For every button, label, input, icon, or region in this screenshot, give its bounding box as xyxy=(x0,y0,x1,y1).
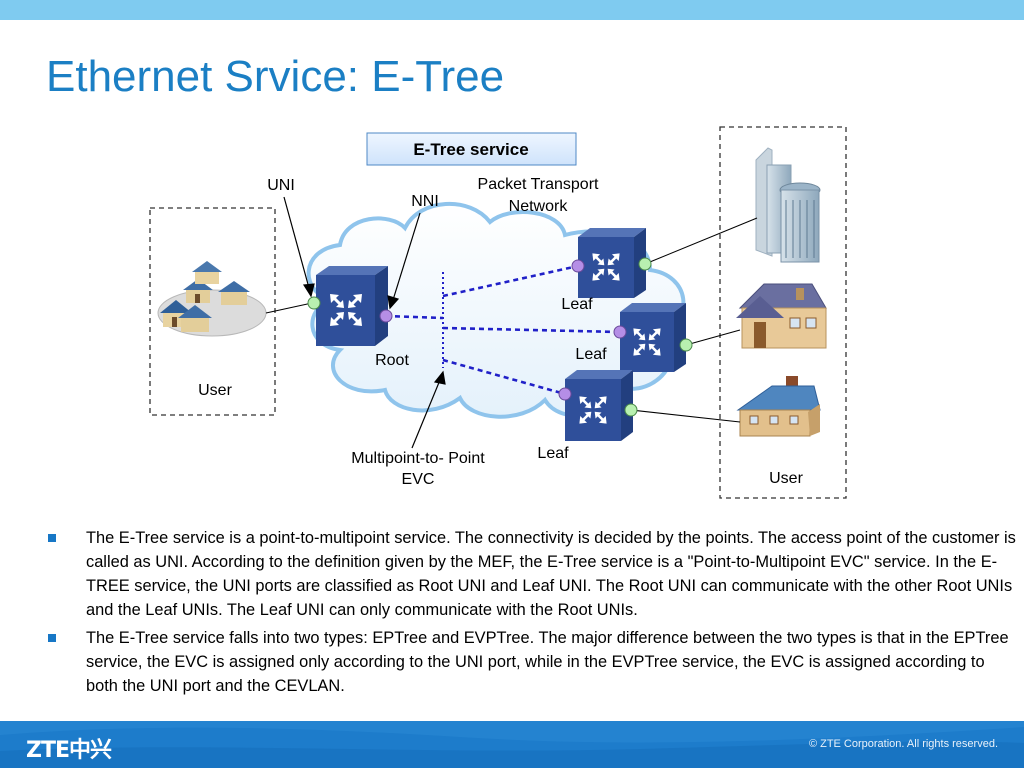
nni-port-leaf-bottom xyxy=(558,387,572,401)
nni-port-leaf-top xyxy=(571,259,585,273)
evc-lines xyxy=(385,264,621,396)
zte-logo: ZTE中兴 xyxy=(26,738,112,763)
leaf-label-middle: Leaf xyxy=(575,346,607,363)
e-tree-diagram: E-Tree service xyxy=(149,126,847,499)
user-label-left: User xyxy=(198,382,232,399)
diagram-header: E-Tree service xyxy=(413,140,528,159)
leaf-label-bottom: Leaf xyxy=(537,445,569,462)
bullet-list: The E-Tree service is a point-to-multipo… xyxy=(46,526,1016,702)
evc-label-line2: EVC xyxy=(402,471,435,488)
bullet-square-icon xyxy=(48,634,56,642)
uni-label: UNI xyxy=(267,177,295,194)
callout-arrows xyxy=(283,196,446,449)
slide-title: Ethernet Srvice: E-Tree xyxy=(46,52,505,101)
network-label-line1: Packet Transport xyxy=(478,176,600,193)
nni-port-leaf-middle xyxy=(613,325,627,339)
leaf-switch-middle-icon xyxy=(620,303,686,372)
access-links xyxy=(265,217,758,423)
house-icon xyxy=(736,376,821,437)
user-box-right xyxy=(719,126,847,499)
nni-port-root xyxy=(379,309,393,323)
uni-port-leaf-middle xyxy=(679,338,693,352)
bullet-text: The E-Tree service is a point-to-multipo… xyxy=(86,529,1016,619)
bullet-item: The E-Tree service falls into two types:… xyxy=(46,626,1016,698)
leaf-switch-top-icon xyxy=(578,228,646,298)
bullet-item: The E-Tree service is a point-to-multipo… xyxy=(46,526,1016,622)
uni-port-leaf-top xyxy=(638,257,652,271)
leaf-label-top: Leaf xyxy=(561,296,593,313)
root-switch-icon xyxy=(316,266,388,346)
evc-label-line1: Multipoint-to- Point xyxy=(351,450,485,467)
nni-label: NNI xyxy=(411,193,439,210)
top-accent-bar xyxy=(0,0,1024,20)
house-cluster-icon xyxy=(157,261,267,337)
uni-port-leaf-bottom xyxy=(624,403,638,417)
root-label: Root xyxy=(375,352,409,369)
leaf-switch-bottom-icon xyxy=(565,370,633,441)
user-label-right: User xyxy=(769,470,803,487)
network-label-line2: Network xyxy=(509,198,569,215)
office-building-icon xyxy=(755,147,821,263)
bullet-text: The E-Tree service falls into two types:… xyxy=(86,629,1009,695)
footer-wave-decoration xyxy=(0,721,1024,768)
copyright-text: © ZTE Corporation. All rights reserved. xyxy=(808,738,998,750)
bullet-square-icon xyxy=(48,534,56,542)
uni-port-root xyxy=(307,296,321,310)
cottage-icon xyxy=(736,283,827,349)
footer-bar: ZTE中兴 © ZTE Corporation. All rights rese… xyxy=(0,721,1024,768)
